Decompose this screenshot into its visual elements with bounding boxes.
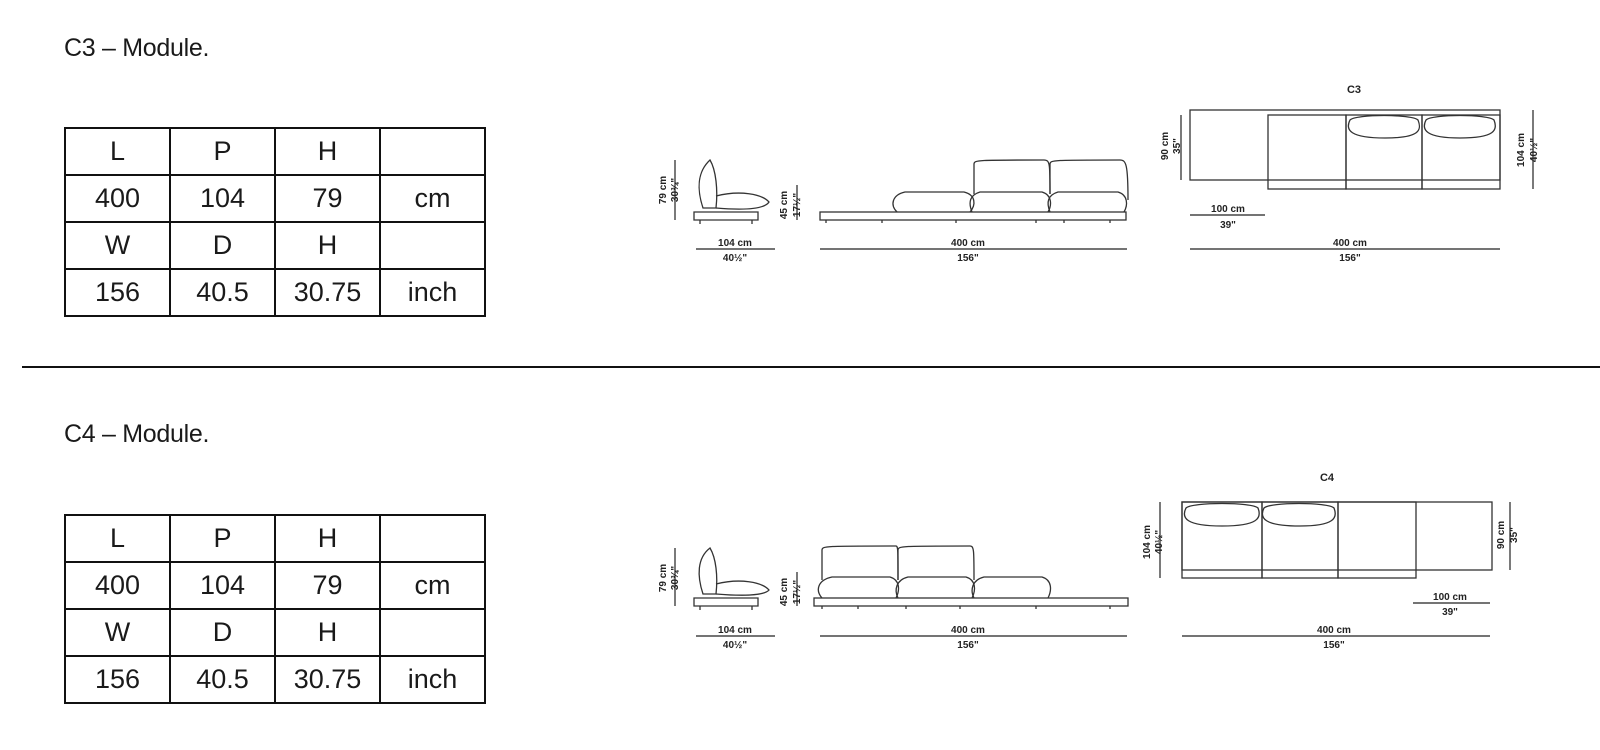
plan-offset-cm: 100 cm <box>1211 204 1245 215</box>
dimension-lines <box>674 110 1534 250</box>
table-cell: 156 <box>64 268 171 317</box>
plan-length-cm: 400 cm <box>1317 625 1351 636</box>
section-title-c4: C4 – Module. <box>64 420 210 448</box>
table-cell: 400 <box>64 561 171 610</box>
plan-offset-in: 39" <box>1220 220 1236 231</box>
table-cell: inch <box>379 268 486 317</box>
plan-length-in: 156" <box>1339 253 1361 264</box>
table-cell: L <box>64 127 171 176</box>
front-length-cm: 400 cm <box>951 625 985 636</box>
plan-total-depth-cm: 104 cm <box>1516 133 1527 167</box>
table-cell: H <box>274 221 381 270</box>
plan-length-in: 156" <box>1323 640 1345 651</box>
table-cell: cm <box>379 561 486 610</box>
table-row: 400 104 79 cm <box>64 174 486 223</box>
table-row: L P H <box>64 514 486 563</box>
table-cell <box>379 608 486 657</box>
section-divider <box>22 366 1600 368</box>
table-cell: 104 <box>169 174 276 223</box>
plan-depth-cm: 90 cm <box>1496 521 1507 549</box>
table-cell: 40.5 <box>169 655 276 704</box>
front-view-drawing <box>819 159 1129 223</box>
plan-depth-in: 35" <box>1509 527 1520 543</box>
table-cell: D <box>169 221 276 270</box>
side-depth-cm: 104 cm <box>718 625 752 636</box>
table-cell: 104 <box>169 561 276 610</box>
drawing-label: C3 <box>1347 84 1361 96</box>
plan-total-depth-in: 40½" <box>1154 530 1165 554</box>
section-title-c3: C3 – Module. <box>64 34 210 62</box>
front-view-drawing <box>813 545 1129 609</box>
table-cell: W <box>64 221 171 270</box>
table-cell: 79 <box>274 174 381 223</box>
side-height-cm: 79 cm <box>658 564 669 592</box>
table-cell: 156 <box>64 655 171 704</box>
plan-view-drawing <box>1181 501 1493 579</box>
seat-height-in: 17½" <box>792 193 803 217</box>
table-row: 156 40.5 30.75 inch <box>64 268 486 317</box>
plan-view-drawing <box>1189 109 1501 190</box>
seat-height-in: 17½" <box>792 580 803 604</box>
table-cell <box>379 514 486 563</box>
table-row: L P H <box>64 127 486 176</box>
technical-drawing-c4: C4 79 cm 30¾" 104 cm 40½" 45 cm 17½" 400… <box>658 472 1520 651</box>
table-cell <box>379 221 486 270</box>
table-cell <box>379 127 486 176</box>
side-height-cm: 79 cm <box>658 176 669 204</box>
table-cell: 400 <box>64 174 171 223</box>
plan-total-depth-in: 40½" <box>1529 138 1540 162</box>
table-cell: P <box>169 127 276 176</box>
table-cell: P <box>169 514 276 563</box>
table-row: W D H <box>64 608 486 657</box>
technical-drawing-c3: C3 79 cm 30¾" 104 cm 40½" 45 cm 17½" 400… <box>658 84 1540 264</box>
table-cell: 30.75 <box>274 655 381 704</box>
side-depth-in: 40½" <box>723 640 747 651</box>
drawing-label: C4 <box>1320 472 1335 484</box>
dimensions-table-c3: L P H 400 104 79 cm W D H 156 40.5 30.75… <box>64 127 486 317</box>
table-row: 400 104 79 cm <box>64 561 486 610</box>
table-cell: 79 <box>274 561 381 610</box>
table-cell: H <box>274 514 381 563</box>
dimension-lines <box>674 502 1511 637</box>
seat-height-cm: 45 cm <box>779 578 790 606</box>
front-length-cm: 400 cm <box>951 238 985 249</box>
seat-height-cm: 45 cm <box>779 191 790 219</box>
side-view-drawing <box>693 158 770 224</box>
side-depth-in: 40½" <box>723 253 747 264</box>
plan-depth-cm: 90 cm <box>1160 132 1171 160</box>
table-row: W D H <box>64 221 486 270</box>
front-length-in: 156" <box>957 253 979 264</box>
side-height-in: 30¾" <box>670 566 681 590</box>
table-cell: 30.75 <box>274 268 381 317</box>
plan-offset-in: 39" <box>1442 607 1458 618</box>
side-depth-cm: 104 cm <box>718 238 752 249</box>
table-cell: cm <box>379 174 486 223</box>
table-cell: L <box>64 514 171 563</box>
table-cell: H <box>274 127 381 176</box>
table-row: 156 40.5 30.75 inch <box>64 655 486 704</box>
side-height-in: 30¾" <box>670 178 681 202</box>
table-cell: D <box>169 608 276 657</box>
plan-offset-cm: 100 cm <box>1433 592 1467 603</box>
plan-length-cm: 400 cm <box>1333 238 1367 249</box>
side-view-drawing <box>693 547 770 610</box>
table-cell: 40.5 <box>169 268 276 317</box>
front-length-in: 156" <box>957 640 979 651</box>
table-cell: inch <box>379 655 486 704</box>
plan-total-depth-cm: 104 cm <box>1142 525 1153 559</box>
table-cell: W <box>64 608 171 657</box>
plan-depth-in: 35" <box>1172 138 1183 154</box>
table-cell: H <box>274 608 381 657</box>
dimensions-table-c4: L P H 400 104 79 cm W D H 156 40.5 30.75… <box>64 514 486 704</box>
